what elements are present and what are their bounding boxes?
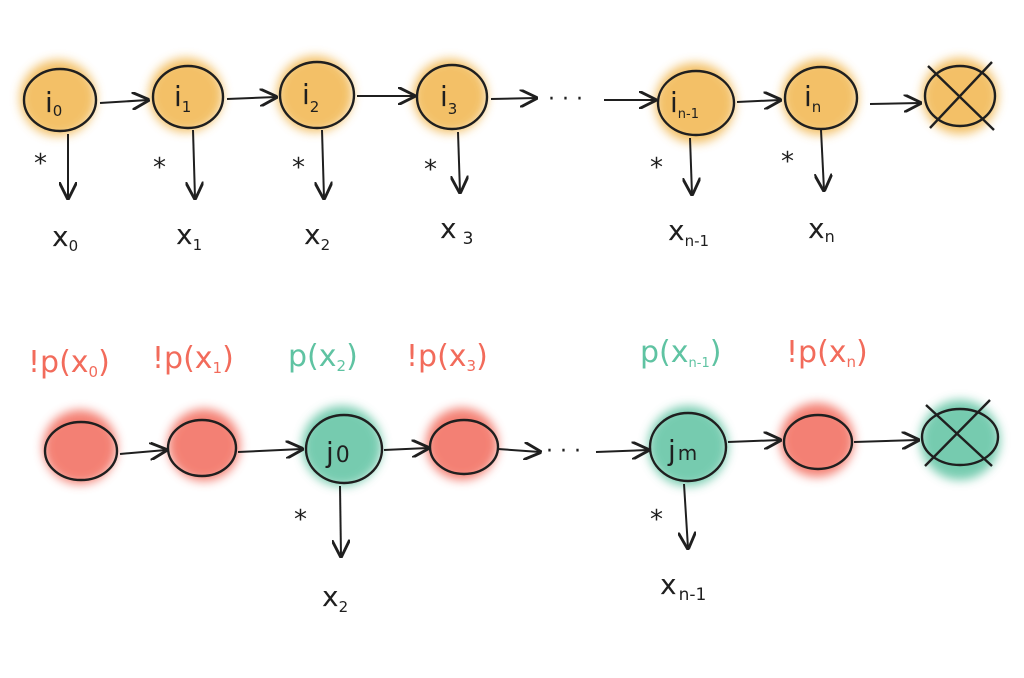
top-yield-arrow — [821, 129, 824, 190]
top-node-wash — [149, 58, 223, 132]
star-label: * — [781, 147, 794, 177]
bottom-node-wash — [648, 406, 728, 486]
top-node-circle — [278, 60, 356, 130]
top-next-arrow — [99, 100, 148, 103]
star-label: * — [294, 505, 307, 535]
top-node-label: in — [804, 80, 821, 116]
top-yield-arrow — [322, 129, 324, 198]
top-next-arrow — [869, 103, 920, 104]
top-node-label: i2 — [302, 78, 319, 116]
top-node-labels: i0 i1 i2 i3 in-1 in — [45, 78, 821, 122]
bottom-node-wash — [43, 410, 117, 484]
top-output-label: x0 — [52, 220, 78, 255]
bottom-yield-arrow — [340, 485, 341, 556]
predicate-label: !p(xn) — [786, 335, 868, 371]
bottom-row: !p(x0) !p(x1) p(x2) !p(x3) p(xn-1) !p(xn… — [28, 335, 1000, 616]
bottom-yield-arrow — [684, 483, 688, 548]
predicate-label: !p(x1) — [152, 341, 234, 377]
bottom-node-washes — [43, 400, 1000, 486]
predicate-label: !p(x3) — [406, 339, 488, 375]
top-node-circle — [783, 65, 859, 131]
top-node-circle — [415, 63, 489, 131]
top-yield-arrow — [690, 137, 692, 194]
top-yield-arrow — [458, 131, 460, 192]
star-label: * — [650, 505, 663, 535]
star-label: * — [34, 149, 47, 179]
top-node-wash — [655, 63, 735, 143]
terminal-cross-icon — [927, 61, 995, 131]
predicate-label: p(x2) — [288, 339, 358, 375]
top-node-label: i3 — [440, 80, 457, 118]
top-node-wash — [20, 60, 96, 136]
top-ellipsis: · · · — [548, 87, 583, 112]
bottom-next-arrow — [237, 449, 302, 452]
top-node-circle — [22, 67, 98, 133]
top-node-circle — [656, 69, 736, 137]
top-node-wash — [782, 59, 858, 135]
terminal-cross-icon — [924, 399, 993, 467]
bottom-node-circle — [43, 420, 119, 482]
top-output-label: x1 — [176, 218, 202, 254]
bottom-next-arrow — [383, 448, 428, 450]
bottom-node-wash — [426, 408, 498, 480]
top-node-wash — [277, 56, 353, 132]
bottom-next-arrow — [497, 449, 540, 452]
bottom-output-label: x2 — [322, 580, 348, 616]
top-node-label: in-1 — [670, 86, 699, 122]
star-label: * — [650, 153, 663, 183]
bottom-terminal-circle — [920, 407, 1000, 467]
bottom-node-label: j0 — [325, 436, 350, 469]
top-next-arrow — [490, 98, 536, 99]
top-node-label: i1 — [174, 80, 191, 116]
top-node-circle — [151, 64, 225, 130]
predicate-label: p(xn-1) — [640, 335, 721, 371]
bottom-node-wash — [780, 403, 854, 477]
top-output-label: xn — [808, 212, 835, 246]
top-node-label: i0 — [45, 86, 62, 120]
top-node-wash — [413, 59, 487, 133]
bottom-node-wash — [302, 406, 382, 486]
bottom-node-circle — [782, 413, 854, 471]
star-label: * — [424, 155, 437, 185]
top-next-arrow — [736, 100, 780, 102]
top-output-label: x2 — [304, 218, 330, 254]
top-terminal-circle — [923, 64, 997, 128]
top-row: i0 i1 i2 i3 in-1 in · · · — [20, 56, 998, 255]
bottom-ellipsis: · · · — [546, 439, 581, 464]
top-output-label: xn-1 — [668, 214, 709, 250]
top-yield-arrow — [193, 129, 195, 198]
star-label: * — [292, 153, 305, 183]
predicate-label: !p(x0) — [28, 345, 110, 381]
bottom-node-wash — [168, 409, 240, 481]
bottom-next-arrow — [119, 450, 166, 454]
bottom-next-arrow — [727, 440, 780, 442]
top-next-arrow — [226, 97, 276, 99]
predicate-text: !p(x — [28, 345, 89, 380]
bottom-next-arrow — [853, 440, 918, 442]
bottom-next-arrow — [595, 450, 648, 452]
bottom-node-circle — [304, 413, 384, 485]
star-label: * — [153, 153, 166, 183]
